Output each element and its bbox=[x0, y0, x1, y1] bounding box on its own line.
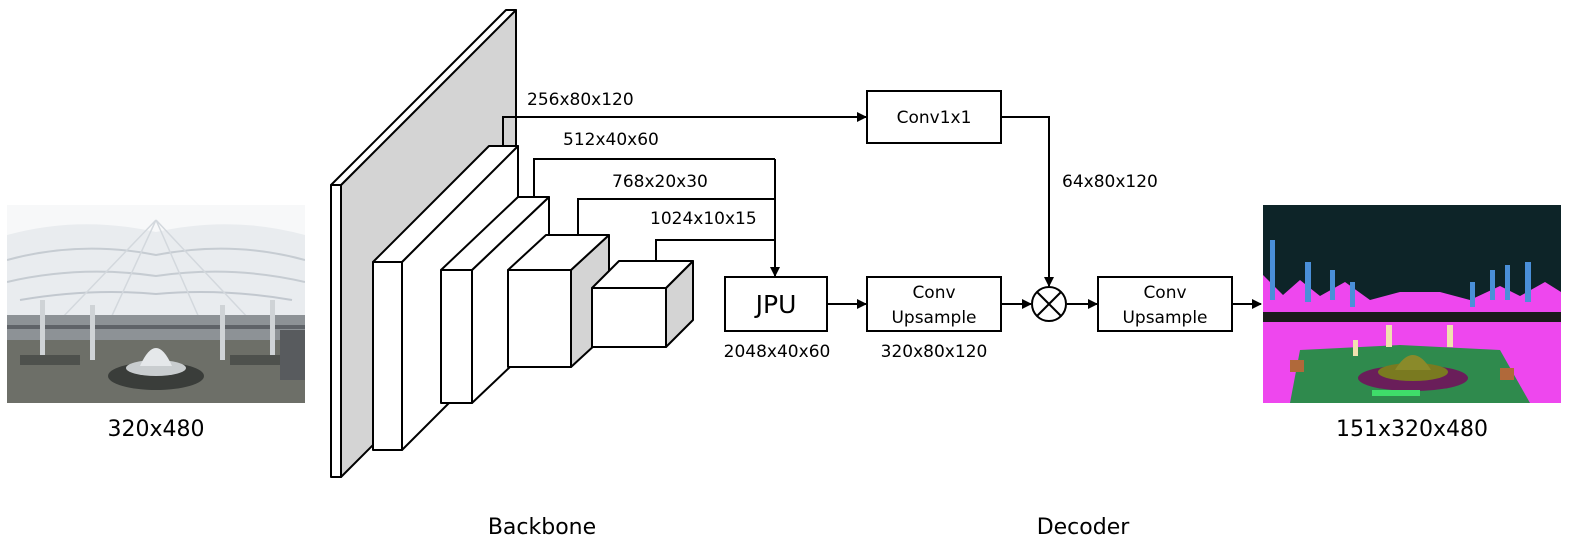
input-image bbox=[7, 205, 305, 403]
conv-upsample-block-2: Conv Upsample bbox=[1097, 276, 1233, 332]
jpu-block: JPU bbox=[724, 276, 828, 332]
feature-label-512: 512x40x60 bbox=[563, 130, 659, 150]
feature-label-256: 256x80x120 bbox=[527, 90, 634, 110]
decoder-section-label: Decoder bbox=[1037, 515, 1131, 540]
feature-label-1024: 1024x10x15 bbox=[650, 209, 757, 229]
jpu-output-label: 2048x40x60 bbox=[724, 342, 831, 362]
feature-label-768: 768x20x30 bbox=[612, 172, 708, 192]
jpu-label: JPU bbox=[754, 290, 797, 319]
feature-1024-line bbox=[655, 239, 775, 261]
conv1x1-label: Conv1x1 bbox=[897, 108, 972, 128]
backbone-section-label: Backbone bbox=[488, 515, 596, 540]
backbone-layer-5 bbox=[591, 260, 694, 348]
conv-upsample-2-line1: Conv bbox=[1143, 283, 1186, 303]
output-size-label: 151x320x480 bbox=[1336, 417, 1488, 442]
conv-upsample-block-1: Conv Upsample bbox=[866, 276, 1002, 332]
input-size-label: 320x480 bbox=[107, 417, 204, 442]
conv-upsample-1-line1: Conv bbox=[912, 283, 955, 303]
skip-connection-arrow bbox=[502, 112, 867, 146]
conv-upsample-1-line2: Upsample bbox=[891, 308, 976, 328]
conv1x1-to-fusion-arrow bbox=[1001, 116, 1054, 287]
multiply-operator-icon bbox=[1031, 286, 1067, 322]
output-segmentation-image bbox=[1263, 205, 1561, 403]
feature-768-line bbox=[577, 198, 775, 235]
conv1x1-output-label: 64x80x120 bbox=[1062, 172, 1158, 192]
backbone-layer-2 bbox=[372, 145, 519, 451]
conv-upsample-2-line2: Upsample bbox=[1122, 308, 1207, 328]
conv1x1-block: Conv1x1 bbox=[866, 90, 1002, 144]
conv-upsample-output-label: 320x80x120 bbox=[881, 342, 988, 362]
feature-512-line bbox=[533, 158, 775, 197]
